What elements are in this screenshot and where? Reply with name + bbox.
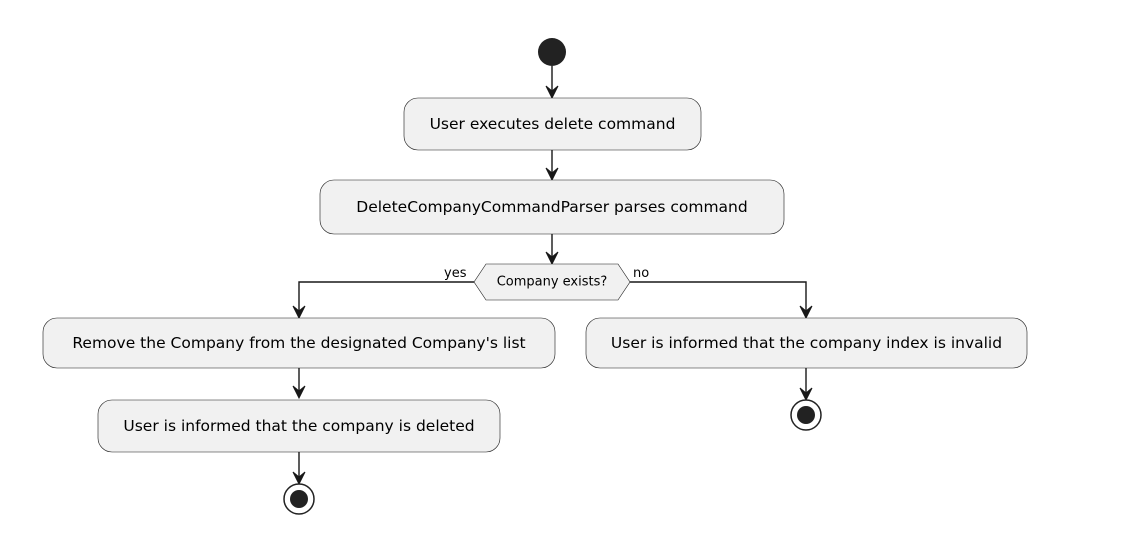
edge-decision-no (630, 281, 807, 316)
arrowhead (292, 471, 306, 486)
action-label: DeleteCompanyCommandParser parses comman… (356, 198, 747, 216)
arrowhead (545, 167, 559, 182)
start-node (538, 38, 566, 66)
branch-label-yes: yes (444, 266, 467, 281)
decision-company-exists: Company exists? (473, 263, 631, 301)
arrowhead (292, 385, 306, 400)
arrowhead (799, 305, 813, 320)
end-node-deleted (283, 483, 315, 515)
arrowhead (545, 85, 559, 100)
action-informed-invalid: User is informed that the company index … (585, 317, 1028, 369)
arrowhead (799, 387, 813, 402)
action-remove-company: Remove the Company from the designated C… (42, 317, 556, 369)
action-informed-deleted: User is informed that the company is del… (97, 399, 501, 453)
branch-label-no: no (633, 266, 649, 281)
edge-decision-yes (298, 281, 474, 316)
decision-label: Company exists? (497, 275, 608, 290)
action-label: Remove the Company from the designated C… (72, 334, 525, 352)
action-parse-command: DeleteCompanyCommandParser parses comman… (319, 179, 785, 235)
end-node-invalid (790, 399, 822, 431)
action-execute-delete-command: User executes delete command (403, 97, 702, 151)
action-label: User is informed that the company is del… (123, 417, 474, 435)
action-label: User executes delete command (430, 115, 676, 133)
arrowhead (292, 305, 306, 320)
arrowhead (545, 251, 559, 266)
action-label: User is informed that the company index … (611, 334, 1002, 352)
